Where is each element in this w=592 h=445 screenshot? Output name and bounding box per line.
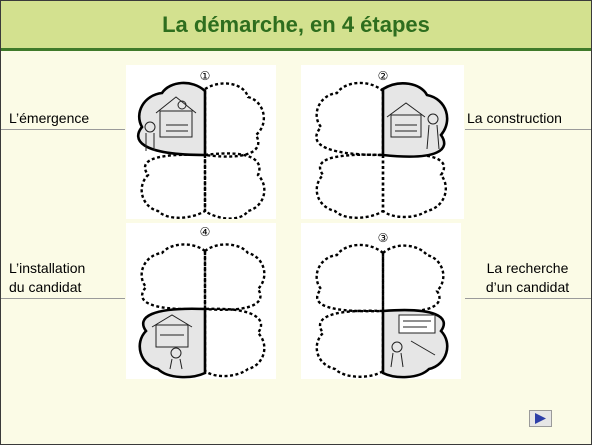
step-2-underline <box>465 129 591 130</box>
next-slide-button[interactable] <box>529 410 552 427</box>
slide-title: La démarche, en 4 étapes <box>162 11 430 37</box>
play-triangle-icon <box>535 413 546 424</box>
step-number-3: ③ <box>378 231 389 245</box>
step-label-4-line2: du candidat <box>9 279 82 295</box>
step-label-4-line1: L’installation <box>9 260 86 276</box>
step-3-underline <box>465 298 591 299</box>
step-4-underline <box>1 298 125 299</box>
title-bar: La démarche, en 4 étapes <box>1 1 591 51</box>
clover-panel-4: ④ <box>126 223 276 379</box>
step-label-2: La construction <box>467 110 562 126</box>
step-number-1: ① <box>200 69 211 83</box>
step-number-2: ② <box>378 69 389 83</box>
clover-panel-1: ① <box>126 65 276 219</box>
clover-panel-2: ② <box>301 65 464 219</box>
step-number-4: ④ <box>200 225 211 239</box>
clover-panel-3: ③ <box>301 223 461 379</box>
step-label-3-line2: d’un candidat <box>485 279 570 295</box>
step-label-4: L’installation du candidat <box>9 259 85 297</box>
step-label-1: L’émergence <box>9 110 90 126</box>
step-1-underline <box>1 129 125 130</box>
step-label-3-line1: La recherche <box>486 260 569 276</box>
step-label-3: La recherche d’un candidat <box>464 259 591 297</box>
